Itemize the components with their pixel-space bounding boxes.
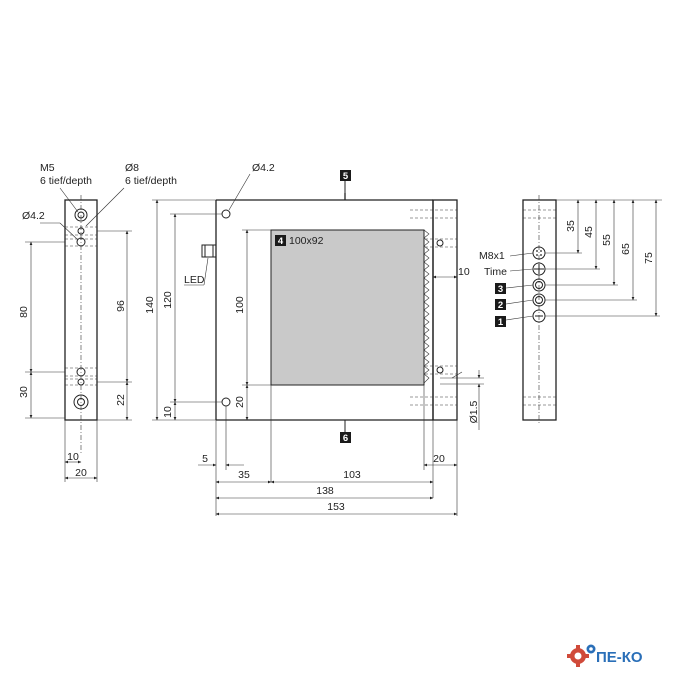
dim-65-right: 65 (620, 243, 632, 255)
right-side-view: M8x1 Time 3 2 1 35 45 55 65 75 (479, 195, 662, 425)
dim-120: 120 (162, 291, 174, 309)
dim-45-right: 45 (583, 226, 595, 238)
dim-d15: Ø1.5 (468, 400, 480, 423)
mount-hole-tl (221, 209, 231, 219)
callout-6: 6 (343, 433, 348, 444)
dim-35-right: 35 (565, 220, 577, 232)
gear-icon (567, 645, 589, 667)
right-body-outline (522, 199, 557, 421)
mount-hole-bl (221, 397, 231, 407)
callout-4-box (275, 235, 286, 246)
callout-2: 2 (498, 300, 503, 311)
dim-20-left: 20 (234, 396, 246, 408)
front-view: LED Ø4.2 5 6 4 100x92 140 120 10 100 20 (144, 162, 484, 516)
dim-153: 153 (327, 501, 345, 513)
callout-3: 3 (498, 284, 503, 295)
dim-96: 96 (115, 300, 127, 312)
dim-10-left: 10 (162, 406, 174, 418)
callout-1: 1 (498, 317, 504, 328)
callout-4: 4 (278, 236, 284, 247)
mount-hole-br (436, 366, 444, 374)
callout-1-box (495, 316, 506, 327)
dim-30: 30 (18, 386, 30, 398)
m5-depth-label: 6 tief/depth (40, 175, 92, 187)
callout-2-box (495, 299, 506, 310)
dim-55-right: 55 (601, 234, 613, 246)
dim-138: 138 (316, 485, 334, 497)
dim-22: 22 (115, 394, 127, 406)
led-housing (201, 244, 217, 258)
dim-10: 10 (67, 451, 79, 463)
dim-20-bottom: 20 (433, 453, 445, 465)
dim-103: 103 (343, 469, 361, 481)
callout-6-box (340, 432, 351, 443)
d42-label: Ø4.2 (22, 210, 45, 222)
logo-text: ПЕ-КО (596, 649, 643, 666)
time-label: Time (484, 266, 507, 278)
dim-80: 80 (18, 306, 30, 318)
callout-5-box (340, 170, 351, 181)
dim-35: 35 (238, 469, 250, 481)
front-right-end-block (432, 199, 458, 421)
led-label: LED (184, 274, 205, 286)
mount-hole-tr (436, 239, 444, 247)
d8-depth-label: 6 tief/depth (125, 175, 177, 187)
m5-label: M5 (40, 162, 55, 174)
d8-label: Ø8 (125, 162, 139, 174)
dim-20: 20 (75, 467, 87, 479)
window-zigzag-edge (423, 229, 430, 384)
dim-10-right: 10 (458, 266, 470, 278)
gear-small-icon (586, 644, 596, 654)
dim-5: 5 (202, 453, 208, 465)
m8-label: M8x1 (479, 250, 505, 262)
d42-label-front: Ø4.2 (252, 162, 275, 174)
callout-3-box (495, 283, 506, 294)
dim-75-right: 75 (643, 252, 655, 264)
dim-140: 140 (144, 296, 156, 314)
sensor-window (270, 229, 425, 386)
company-logo: ПЕ-КО (567, 644, 643, 667)
front-top-edge (216, 193, 433, 201)
window-size-label: 100x92 (289, 235, 324, 247)
dim-100: 100 (234, 296, 246, 314)
callout-5: 5 (343, 171, 349, 182)
left-side-view: 80 30 96 22 10 20 M5 6 tief/depth Ø8 6 t… (18, 162, 177, 482)
